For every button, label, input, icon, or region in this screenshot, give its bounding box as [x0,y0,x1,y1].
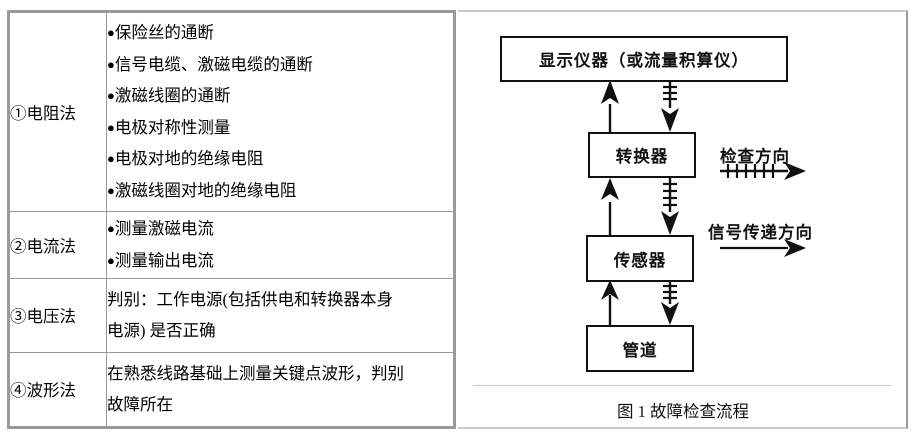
method-name-cell-2: ②电流法 [9,210,107,279]
arrow-signal-converter-to-display [601,80,619,132]
list-item-label: 电极对称性测量 [114,117,231,137]
paragraph-line: 电源) 是否正确 [107,321,216,341]
bullet-dot-icon: ● [107,252,115,268]
legend-inspection-arrow-icon [720,162,806,180]
list-item-label: 电极对地的绝缘电阻 [114,149,264,169]
flow-box-converter: 转换器 [588,132,696,178]
list-item-label: 测量激磁电流 [114,219,214,239]
list-item-label: 信号电缆、激磁电缆的通断 [114,54,313,74]
legend-signal-arrow-icon [720,239,806,257]
bullet-dot-icon: ● [107,221,115,237]
arrow-inspection-display-to-converter [661,82,679,132]
paragraph-line: 故障所在 [107,395,173,415]
list-item: ●保险丝的通断 [107,17,453,49]
paragraph-line: 在熟悉线路基础上测量关键点波形，判别 [107,364,404,384]
list-item-label: 保险丝的通断 [114,23,214,43]
flow-arrows-layer [601,80,806,325]
method-content-cell-3: 判别：工作电源(包括供电和转换器本身 电源) 是否正确 [106,277,454,353]
list-item: ●测量激磁电流 [107,213,453,245]
bullet-dot-icon: ● [107,25,115,41]
list-item: ●激磁线圈的通断 [107,80,453,112]
method-name-cell-1: ①电阻法 [9,12,107,212]
method-content-cell-4: 在熟悉线路基础上测量关键点波形，判别 故障所在 [106,351,454,428]
method-paragraph-3: 判别：工作电源(包括供电和转换器本身 电源) 是否正确 [107,280,453,350]
method-name-cell-4: ④波形法 [9,351,107,428]
flowchart-diagram: 显示仪器（或流量积算仪） 转换器 传感器 管道 [458,12,908,431]
bullet-list-2: ●测量激磁电流 ●测量输出电流 [107,213,453,276]
bullet-dot-icon: ● [107,56,115,72]
list-item: ●信号电缆、激磁电缆的通断 [107,49,453,81]
list-item-label: 激磁线圈的通断 [114,86,231,106]
bullet-list-1: ●保险丝的通断 ●信号电缆、激磁电缆的通断 ●激磁线圈的通断 ●电极对称性测量 … [107,17,453,206]
paragraph-line: 判别：工作电源(包括供电和转换器本身 [107,290,393,310]
method-content-cell-1: ●保险丝的通断 ●信号电缆、激磁电缆的通断 ●激磁线圈的通断 ●电极对称性测量 … [106,12,454,212]
list-item-label: 测量输出电流 [114,250,214,270]
method-content-cell-2: ●测量激磁电流 ●测量输出电流 [106,210,454,279]
list-item: ●激磁线圈对地的绝缘电阻 [107,175,453,207]
fault-method-table: ①电阻法 ●保险丝的通断 ●信号电缆、激磁电缆的通断 ●激磁线圈的通断 ●电极对… [9,12,454,428]
table-row: ③电压法 判别：工作电源(包括供电和转换器本身 电源) 是否正确 [9,277,454,353]
arrow-signal-pipe-to-sensor [601,280,619,325]
method-paragraph-4: 在熟悉线路基础上测量关键点波形，判别 故障所在 [107,354,453,424]
bullet-dot-icon: ● [107,151,115,167]
figure-panel: 显示仪器（或流量积算仪） 转换器 传感器 管道 [458,10,908,429]
arrow-signal-sensor-to-converter [601,178,619,235]
list-item: ●测量输出电流 [107,245,453,277]
bullet-dot-icon: ● [107,88,115,104]
flow-box-sensor: 传感器 [586,235,694,282]
legend-signal-direction-label: 信号传递方向 [708,224,813,242]
flow-box-pipe: 管道 [586,325,694,372]
list-item: ●电极对地的绝缘电阻 [107,143,453,175]
table-row: ④波形法 在熟悉线路基础上测量关键点波形，判别 故障所在 [9,351,454,428]
caption-divider [473,385,891,386]
figure-caption: 图 1 故障检查流程 [617,402,749,421]
table-row: ②电流法 ●测量激磁电流 ●测量输出电流 [9,210,454,279]
arrow-inspection-sensor-to-pipe [661,282,679,325]
bullet-dot-icon: ● [107,119,115,135]
flow-box-display-instrument: 显示仪器（或流量积算仪） [500,36,788,82]
fault-method-table-panel: ①电阻法 ●保险丝的通断 ●信号电缆、激磁电缆的通断 ●激磁线圈的通断 ●电极对… [7,10,456,429]
list-item: ●电极对称性测量 [107,112,453,144]
bullet-dot-icon: ● [107,182,115,198]
legend-inspection-direction-label: 检查方向 [720,148,790,166]
list-item-label: 激磁线圈对地的绝缘电阻 [114,180,297,200]
table-row: ①电阻法 ●保险丝的通断 ●信号电缆、激磁电缆的通断 ●激磁线圈的通断 ●电极对… [9,12,454,212]
method-name-cell-3: ③电压法 [9,277,107,353]
arrow-inspection-converter-to-sensor [661,178,679,235]
